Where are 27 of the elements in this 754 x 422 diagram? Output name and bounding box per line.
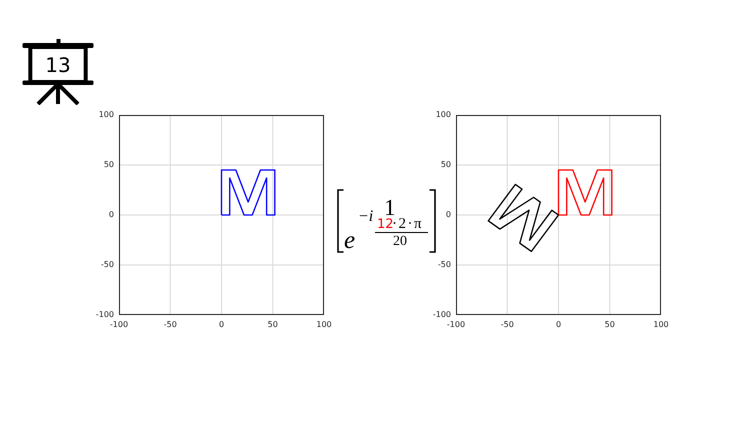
tick-label: 100 (316, 320, 332, 330)
tick-label: 100 (653, 320, 669, 330)
exponent-numerator: ·2·π (392, 217, 424, 232)
tick-label: 0 (556, 320, 562, 330)
tick-label: 100 (98, 110, 114, 120)
exponent-denominator: 20 (393, 235, 407, 249)
tick-label: 0 (218, 320, 224, 330)
slide-number: 13 (45, 54, 71, 76)
tick-label: 50 (440, 160, 451, 170)
tick-label: -100 (446, 320, 466, 330)
matrix-entry: 1 (384, 196, 396, 219)
tick-label: -50 (500, 320, 514, 330)
exponent-term: −i (358, 209, 374, 225)
tick-label: 0 (108, 210, 114, 220)
tick-label: 50 (604, 320, 615, 330)
tick-label: -50 (100, 260, 114, 270)
highlighted-index: 12 (377, 218, 394, 231)
tick-label: 50 (104, 160, 114, 170)
tick-label: -50 (164, 320, 177, 330)
tick-label: 0 (446, 210, 451, 220)
tick-label: 100 (436, 110, 451, 120)
tick-label: -100 (110, 320, 128, 330)
tick-label: -50 (438, 260, 451, 270)
exponential-base: e (344, 228, 356, 253)
tick-label: -100 (432, 310, 451, 320)
tick-label: -100 (96, 310, 114, 320)
tick-label: 50 (268, 320, 278, 330)
